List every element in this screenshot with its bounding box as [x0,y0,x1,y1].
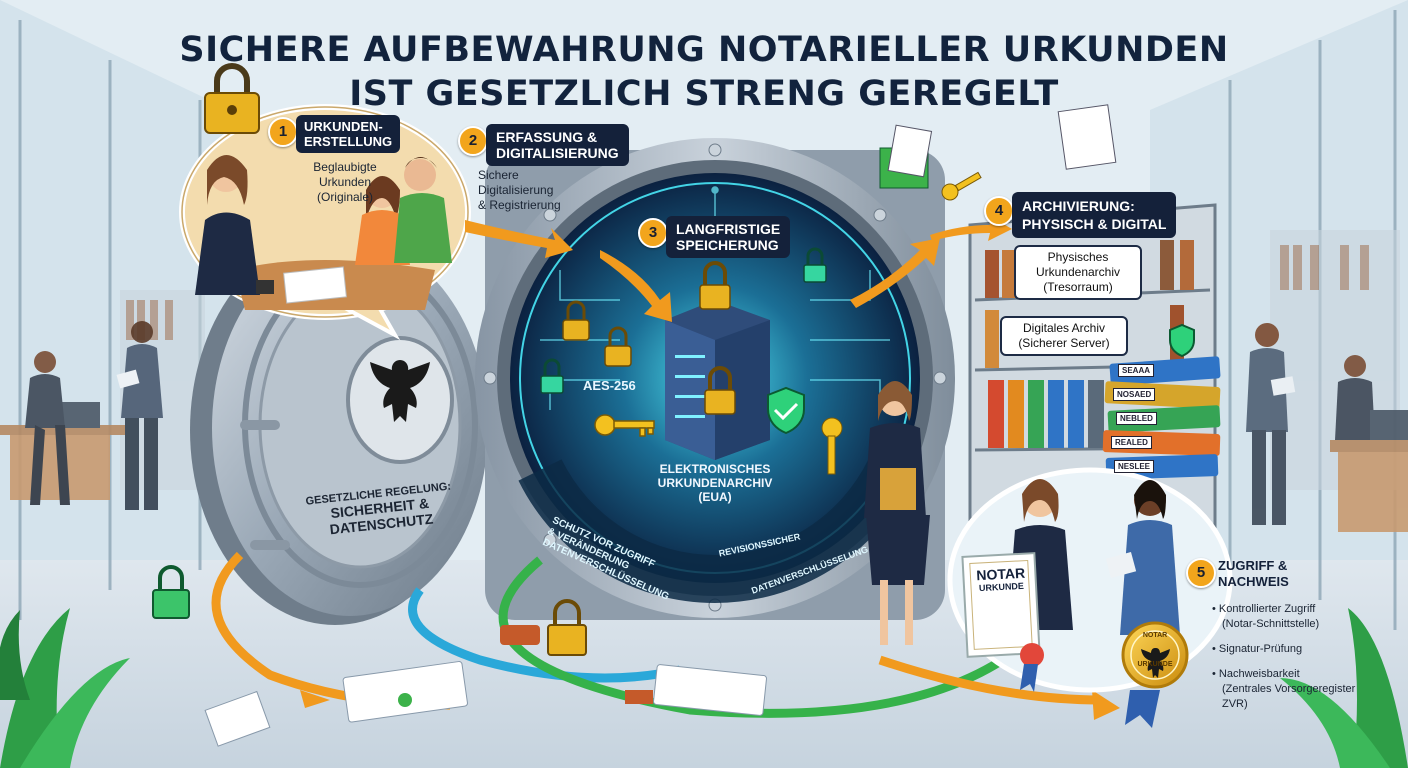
step3-label-line2: Speicherung [676,237,779,253]
office-worker-left [0,321,163,510]
step5-label: Zugriff & Nachweis [1214,556,1293,592]
digital-archive-label: Digitales Archiv (Sicherer Server) [1000,316,1128,356]
binder-label-2: NOSAED [1113,388,1156,401]
access-item-1-sub: (Notar-Schnittstelle) [1222,618,1320,630]
step2-desc-line2: Digitalisierung [478,183,554,197]
step2-desc-line1: Sichere [478,168,519,182]
ribbon-seal-icon [1020,643,1044,692]
step1-label: Urkunden- erstellung [296,115,401,153]
main-title-line2: ist gesetzlich streng geregelt [349,74,1059,114]
physical-archive-label: Physisches Urkundenarchiv (Tresorraum) [1014,245,1142,300]
access-item-3-sub2: ZVR) [1222,698,1248,710]
step3-label: Langfristige Speicherung [666,216,791,258]
step2-description: Sichere Digitalisierung & Registrierung [478,168,561,213]
step2-desc-line3: & Registrierung [478,198,561,212]
physical-archive-line2: Urkundenarchiv [1035,265,1121,279]
notary-document-text: NOTAR URKUNDE [971,565,1030,594]
main-title-line1: Sichere Aufbewahrung notarieller Urkunde… [179,30,1229,70]
shield-check-icon [767,386,805,435]
digital-archive-line1: Digitales Archiv [1022,321,1106,335]
physical-archive-line3: (Tresorraum) [1043,280,1113,294]
server-tower-icon [665,300,770,460]
binder-label-5: NESLEE [1114,460,1155,473]
binder-label-1: SEAAA [1118,364,1155,377]
vault-door [190,235,488,625]
archivist-woman [821,381,930,645]
euarchive-line3: (EUA) [698,490,732,504]
step1-desc-line1: Beglaubigte [313,160,377,174]
padlock-icons [562,261,736,415]
step1-desc-line3: (Originale) [316,190,373,204]
step5-label-line1: Zugriff & [1218,558,1288,573]
digital-archive-line2: (Sicherer Server) [1018,336,1110,350]
access-item-3: • Nachweisbarkeit [1212,668,1300,680]
step4-number-badge: 4 [984,196,1014,226]
step4-label-line1: Archivierung: [1022,198,1135,214]
step3-label-line1: Langfristige [676,221,781,237]
binder-label-4: REALED [1111,436,1152,449]
step4-label: Archivierung: Physisch & Digital [1012,192,1177,238]
gold-seal-line1: NOTAR [1142,632,1168,639]
scene5-bubble [947,467,1233,728]
step2-label-line1: Erfassung & [496,129,598,145]
step4-label-line2: Physisch & Digital [1022,216,1167,232]
binder-label-3: NEBLED [1116,412,1157,425]
encryption-label: AES-256 [583,378,636,393]
step1-label-line2: erstellung [304,134,393,149]
step3-number-badge: 3 [638,218,668,248]
office-worker-right [1246,323,1408,532]
floor-documents [204,625,767,747]
step5-number-badge: 5 [1186,558,1216,588]
euarchive-line1: Elektronisches [659,462,771,476]
vault-frame [475,138,955,620]
gold-seal-text: NOTAR URKUNDE [1133,632,1177,668]
access-item-1: • Kontrollierter Zugriff [1212,603,1316,615]
federal-eagle-icon [370,360,430,422]
key-icon [594,414,655,437]
step2-label-line2: Digitalisierung [496,145,619,161]
access-item-2: • Signatur-Prüfung [1212,643,1303,655]
step5-label-line2: Nachweis [1218,574,1289,589]
step1-description: Beglaubigte Urkunden (Originale) [300,160,390,205]
step1-number-badge: 1 [268,117,298,147]
euarchive-line2: Urkundenarchiv [657,476,773,490]
step2-number-badge: 2 [458,126,488,156]
scene1-bubble [179,104,471,341]
physical-archive-line1: Physisches [1047,250,1109,264]
plants [0,608,1408,768]
gold-seal-icon [1121,621,1189,728]
access-item-3-sub1: (Zentrales Vorsorgeregister [1222,683,1356,695]
gold-seal-line2: URKUNDE [1137,661,1173,668]
step1-label-line1: Urkunden- [304,119,383,134]
step1-desc-line2: Urkunden [318,175,372,189]
euarchive-label: Elektronisches Urkundenarchiv (EUA) [630,462,800,504]
access-list: • Kontrollierter Zugriff (Notar-Schnitts… [1212,602,1402,712]
step2-label: Erfassung & Digitalisierung [486,124,629,166]
